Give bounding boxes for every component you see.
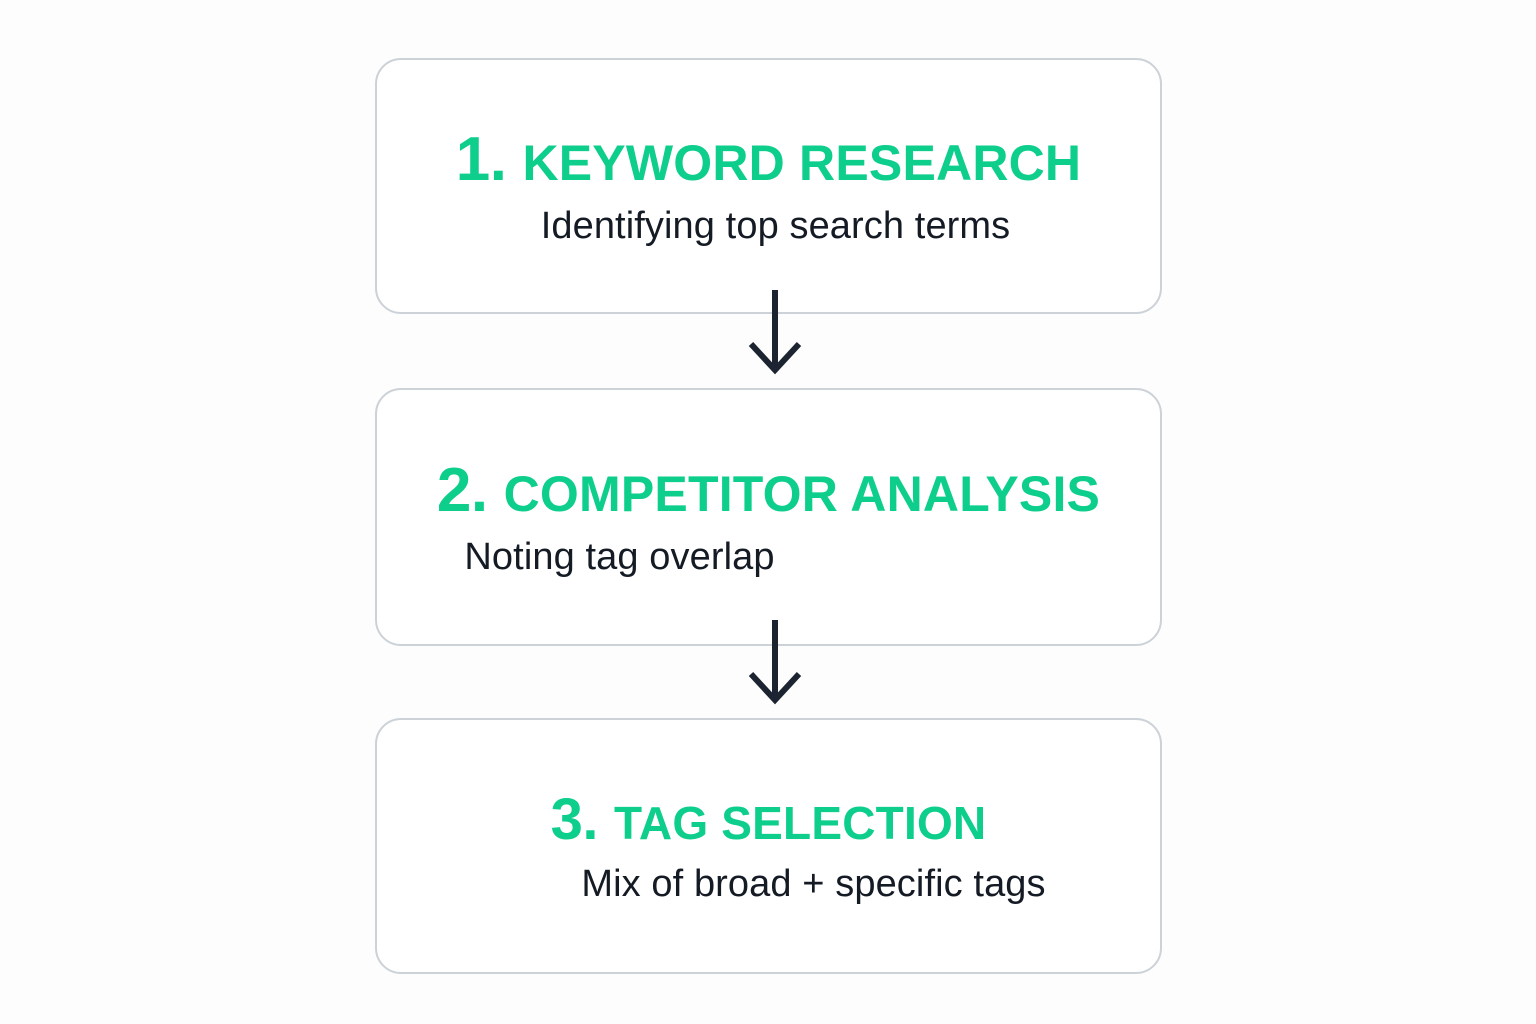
step-card-3-heading: 3. TAG SELECTION: [377, 786, 1160, 853]
step-card-1[interactable]: 1. KEYWORD RESEARCH Identifying top sear…: [375, 58, 1162, 314]
step-card-1-heading: 1. KEYWORD RESEARCH: [377, 124, 1160, 195]
step-title-2: COMPETITOR ANALYSIS: [503, 466, 1101, 522]
arrow-step1-to-step2: [735, 288, 815, 378]
step-card-2[interactable]: 2. COMPETITOR ANALYSIS Noting tag overla…: [375, 388, 1162, 646]
step-card-2-heading: 2. COMPETITOR ANALYSIS: [377, 455, 1160, 526]
step-number-3: 3.: [550, 787, 599, 852]
step-card-3[interactable]: 3. TAG SELECTION Mix of broad + specific…: [375, 718, 1162, 974]
step-card-1-content: 1. KEYWORD RESEARCH Identifying top sear…: [377, 124, 1160, 248]
step-number-1: 1.: [455, 125, 507, 194]
arrow-down-icon: [748, 290, 802, 375]
step-card-2-content: 2. COMPETITOR ANALYSIS Noting tag overla…: [377, 455, 1160, 579]
step-card-3-content: 3. TAG SELECTION Mix of broad + specific…: [377, 786, 1160, 906]
step-subtitle-3: Mix of broad + specific tags: [581, 863, 1046, 905]
step-title-3: TAG SELECTION: [614, 797, 987, 849]
step-number-2: 2.: [436, 456, 488, 525]
step-title-1: KEYWORD RESEARCH: [522, 135, 1082, 191]
arrow-down-icon: [748, 620, 802, 705]
arrow-step2-to-step3: [735, 618, 815, 708]
step-subtitle-2: Noting tag overlap: [464, 536, 775, 578]
step-subtitle-1: Identifying top search terms: [540, 205, 1011, 247]
